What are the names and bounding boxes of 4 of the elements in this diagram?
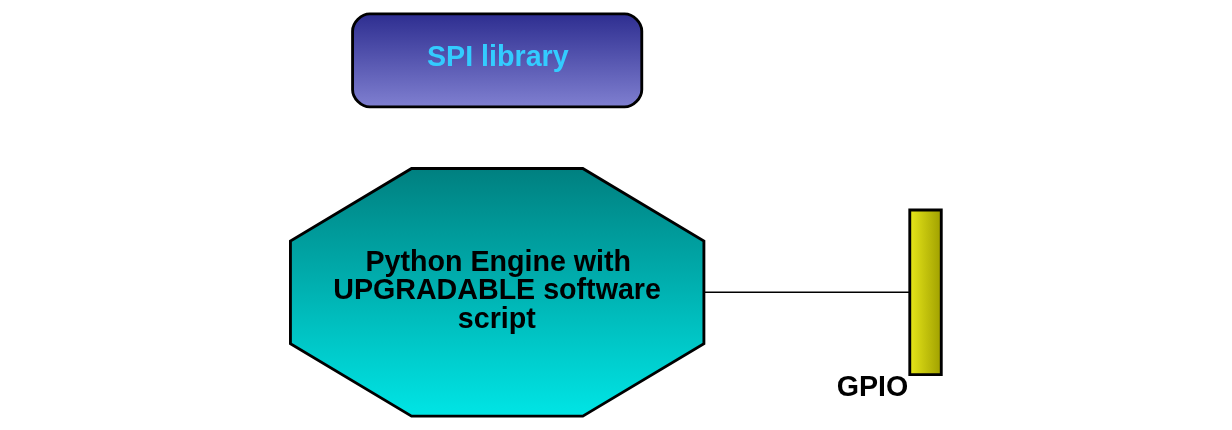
node-label: GPIO bbox=[836, 370, 909, 403]
connector bbox=[703, 291, 910, 294]
node-bar bbox=[908, 208, 943, 377]
node-box: SPI library bbox=[351, 12, 644, 109]
